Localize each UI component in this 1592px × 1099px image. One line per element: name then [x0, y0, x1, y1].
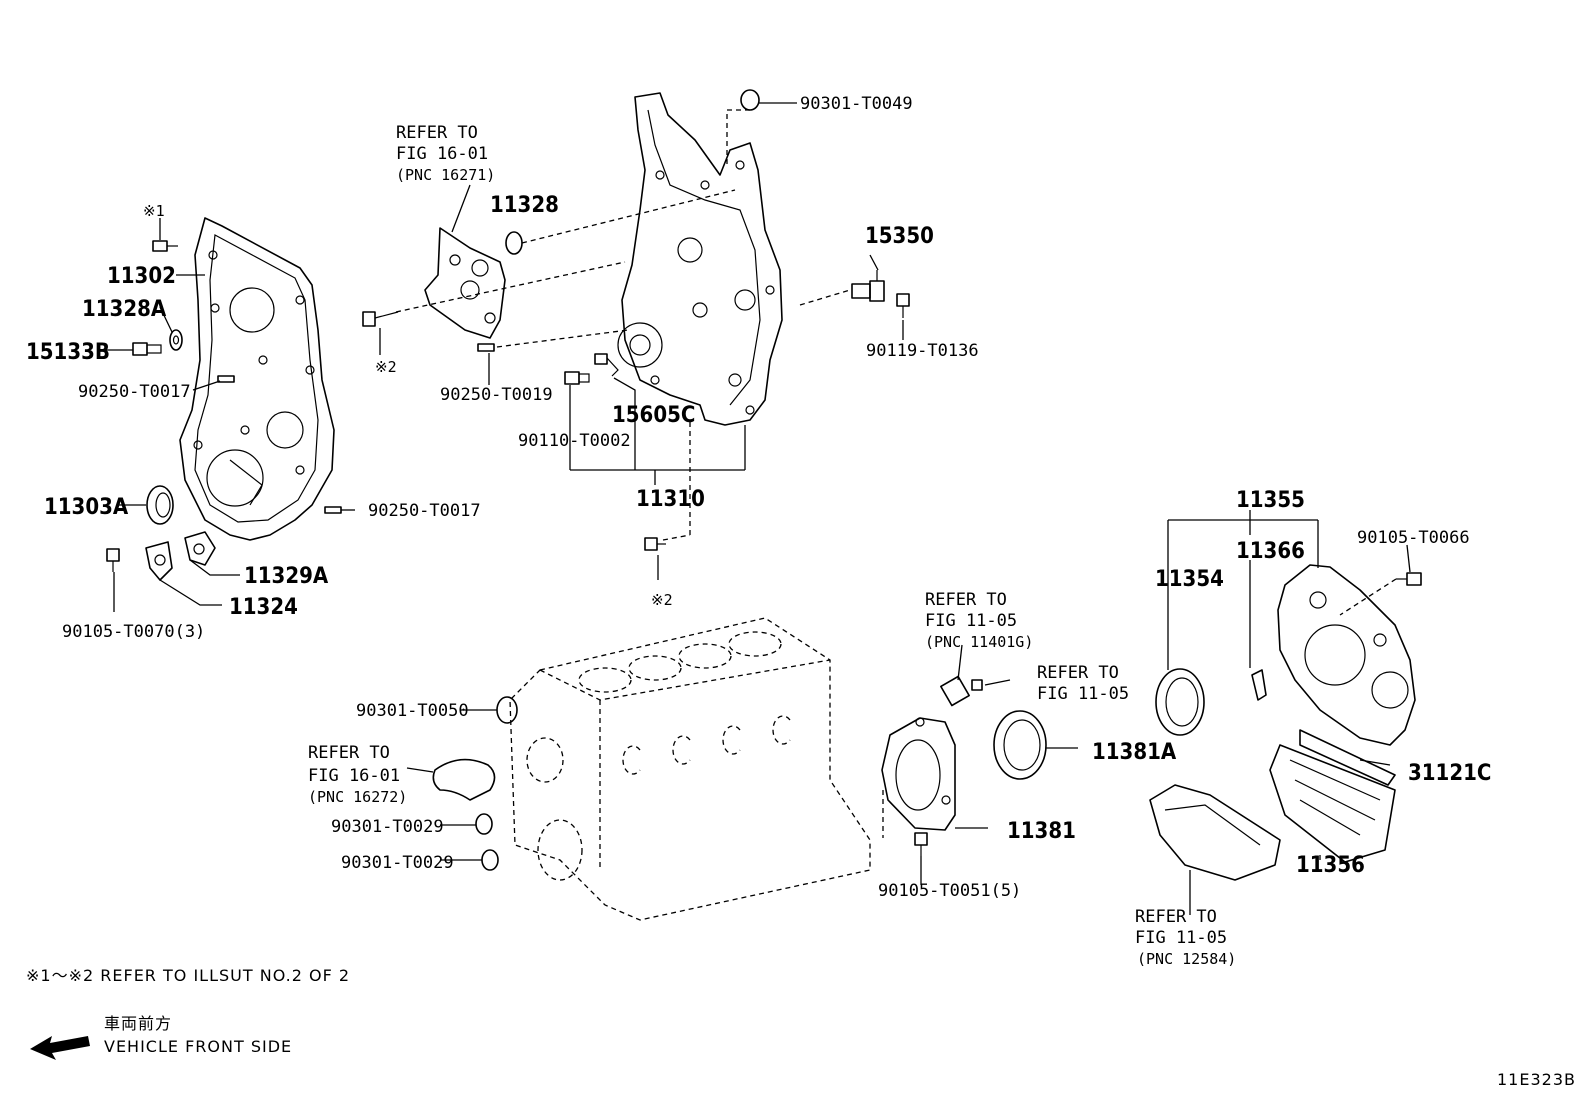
- refer-pnc-label: (PNC 12584): [1137, 950, 1236, 968]
- refer-fig-label: FIG 11-05: [925, 611, 1017, 631]
- callout-11328A: 11328A: [82, 297, 167, 322]
- dowel-pin-icon: [217, 375, 342, 514]
- callout-15133B: 15133B: [26, 340, 110, 365]
- reference-mark-2: ※2: [651, 591, 673, 609]
- clip-11366: [1251, 669, 1267, 701]
- callout-11356: 11356: [1296, 853, 1365, 878]
- reference-mark-1: ※1: [143, 202, 165, 220]
- callout-90301-T0050: 90301-T0050: [356, 701, 469, 721]
- refer-to-label: REFER TO: [925, 590, 1007, 610]
- o-ring-90301-T0050: [496, 696, 518, 724]
- callout-11303A: 11303A: [44, 495, 129, 520]
- sensor-ref-fig11-05: [940, 675, 983, 707]
- reference-mark-2: ※2: [375, 358, 397, 376]
- refer-to-label: REFER TO: [396, 123, 478, 143]
- callout-11310: 11310: [636, 487, 705, 512]
- timing-chain-cover-11302: [179, 217, 335, 541]
- callout-90105-T0066: 90105-T0066: [1357, 528, 1470, 548]
- oil-seal-11381A: [993, 710, 1047, 780]
- callout-11366: 11366: [1236, 539, 1305, 564]
- callout-11329A: 11329A: [244, 564, 329, 589]
- refer-pnc-label: (PNC 11401G): [925, 633, 1033, 651]
- callout-90110-T0002: 90110-T0002: [518, 431, 631, 451]
- o-ring-90301-T0029: [481, 849, 499, 871]
- refer-to-label: REFER TO: [1135, 907, 1217, 927]
- bracket-31121C: [1299, 729, 1396, 786]
- bolt-icon: [362, 311, 399, 327]
- callout-90119-T0136: 90119-T0136: [866, 341, 979, 361]
- callout-15350: 15350: [865, 224, 934, 249]
- leader-lines: [100, 102, 1411, 915]
- o-ring-90301-T0049: [740, 89, 760, 111]
- oil-pan-ref-fig11-05: [1149, 784, 1281, 881]
- callout-11354: 11354: [1155, 567, 1224, 592]
- vehicle-front-label: VEHICLE FRONT SIDE: [104, 1037, 292, 1056]
- illustration-id: 11E323B: [1497, 1070, 1576, 1089]
- sensor-15605C: [594, 353, 619, 377]
- sensor-15350: [851, 270, 885, 302]
- bolt-icon: [1396, 572, 1422, 586]
- bolt-icon: [106, 548, 120, 572]
- bolt-icon: [152, 240, 178, 252]
- gasket-11324: [145, 541, 173, 581]
- oil-seal-11303A: [146, 485, 174, 525]
- refer-pnc-label: (PNC 16272): [308, 788, 407, 806]
- o-ring-90301-T0029: [475, 813, 493, 835]
- refer-to-label: REFER TO: [1037, 663, 1119, 683]
- cylinder-block: [509, 617, 871, 921]
- refer-fig-label: FIG 11-05: [1037, 684, 1129, 704]
- callout-11324: 11324: [229, 595, 298, 620]
- dowel-pin-icon: [477, 343, 495, 352]
- vehicle-front-label-jp: 車両前方: [104, 1014, 172, 1033]
- chain-case-11310: [617, 92, 783, 426]
- callout-90250-T0019: 90250-T0019: [440, 385, 553, 405]
- gasket-ref-fig16-01-pnc16272: [432, 758, 496, 801]
- plate-11355: [1277, 564, 1416, 746]
- bolt-icon: [132, 342, 162, 356]
- callout-31121C: 31121C: [1408, 761, 1491, 786]
- gasket-ref-fig16-01: [424, 227, 506, 339]
- callout-15605C: 15605C: [612, 403, 695, 428]
- callout-90250-T0017: 90250-T0017: [78, 382, 191, 402]
- bolt-icon: [564, 371, 590, 385]
- refer-fig-label: FIG 16-01: [396, 144, 488, 164]
- callout-11302: 11302: [107, 264, 176, 289]
- front-direction-arrow-icon: [30, 1036, 90, 1060]
- washer-icon: [169, 329, 183, 351]
- callout-11328: 11328: [490, 193, 559, 218]
- gasket-11329A: [184, 531, 216, 566]
- callout-90301-T0029: 90301-T0029: [331, 817, 444, 837]
- bolt-icon: [896, 293, 910, 318]
- retainer-11381: [881, 717, 956, 831]
- reference-note: ※1～※2 REFER TO ILLSUT NO.2 OF 2: [26, 966, 350, 985]
- bolt-icon: [914, 832, 928, 856]
- refer-to-label: REFER TO: [308, 743, 390, 763]
- dust-cover-11356: [1269, 744, 1396, 863]
- callout-90301-T0029: 90301-T0029: [341, 853, 454, 873]
- callout-11381: 11381: [1007, 819, 1076, 844]
- callout-90105-T0070: 90105-T0070(3): [62, 622, 205, 642]
- callout-90250-T0017: 90250-T0017: [368, 501, 481, 521]
- callout-11355: 11355: [1236, 488, 1305, 513]
- refer-fig-label: FIG 16-01: [308, 766, 400, 786]
- oil-seal-11354: [1155, 668, 1205, 736]
- callout-11381A: 11381A: [1092, 740, 1177, 765]
- bolt-icon: [644, 537, 666, 551]
- callout-90105-T0051: 90105-T0051(5): [878, 881, 1021, 901]
- callout-90301-T0049: 90301-T0049: [800, 94, 913, 114]
- refer-pnc-label: (PNC 16271): [396, 166, 495, 184]
- o-ring-11328: [505, 231, 523, 255]
- refer-fig-label: FIG 11-05: [1135, 928, 1227, 948]
